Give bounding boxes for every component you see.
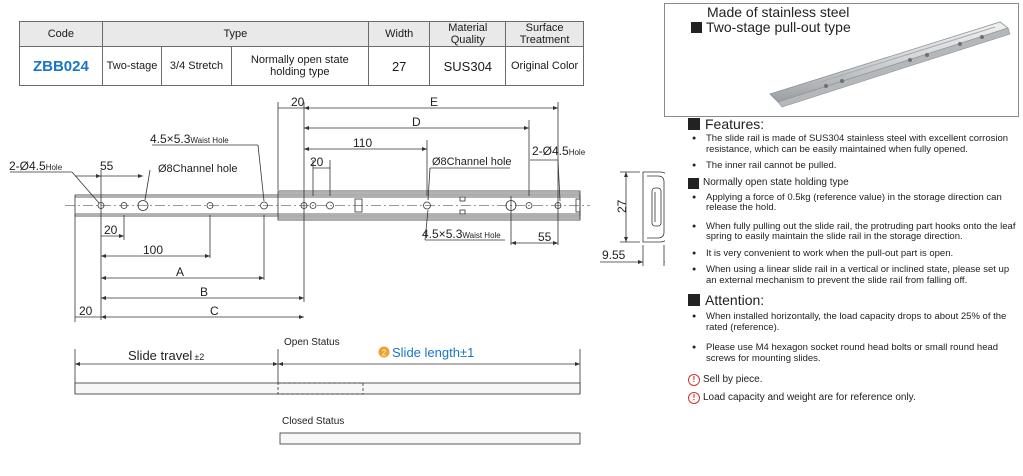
feature-item: Applying a force of 0.5kg (reference val… bbox=[688, 192, 1020, 214]
holding-type-heading: Normally open state holding type bbox=[688, 177, 1020, 189]
number-badge-icon bbox=[378, 346, 390, 358]
dim-55-right: 55 bbox=[538, 230, 552, 244]
surface-value: Original Color bbox=[505, 46, 584, 86]
photo-caption: Made of stainless steel Two-stage pull-o… bbox=[691, 5, 851, 35]
waist-hole-right-label: 4.5×5.3Waist Hole bbox=[422, 227, 501, 241]
feature-item: It is very convenient to work when the p… bbox=[688, 248, 1020, 260]
feature-item: When using a linear slide rail in a vert… bbox=[688, 264, 1020, 286]
header-surface: Surface Treatment bbox=[505, 21, 584, 47]
feature-item: The inner rail cannot be pulled. bbox=[688, 160, 1020, 172]
table-header-row: Code Type Width Material Quality Surface… bbox=[19, 21, 584, 47]
slide-rail-photo bbox=[769, 21, 1011, 108]
number-badge-text: 2 bbox=[382, 349, 387, 358]
square-bullet-icon bbox=[691, 22, 702, 33]
square-bullet-icon bbox=[688, 118, 700, 130]
channel-hole-right-label: Ø8Channel hole bbox=[432, 156, 512, 168]
slide-travel-label: Slide travel±2 bbox=[128, 348, 204, 363]
dim-9-55: 9.55 bbox=[602, 248, 626, 262]
dim-c: C bbox=[210, 304, 219, 318]
open-status-label: Open Status bbox=[284, 337, 340, 348]
photo-caption-line1: Made of stainless steel bbox=[707, 4, 850, 20]
dim-27: 27 bbox=[615, 199, 629, 213]
dim-20-top: 20 bbox=[291, 95, 305, 109]
hole-right-label: 2-Ø4.5Hole bbox=[532, 144, 586, 158]
attention-item: When installed horizontally, the load ca… bbox=[688, 311, 1020, 333]
spec-table: Code Type Width Material Quality Surface… bbox=[19, 21, 584, 86]
feature-item: When fully pulling out the slide rail, t… bbox=[688, 221, 1020, 243]
warning-note: !Sell by piece. bbox=[688, 374, 1020, 386]
open-status-rail bbox=[74, 382, 581, 395]
channel-hole bbox=[137, 200, 149, 211]
dim-a: A bbox=[176, 265, 184, 279]
dim-20-a: 20 bbox=[104, 223, 118, 237]
type-stage: Two-stage bbox=[101, 46, 163, 86]
attention-heading: Attention: bbox=[688, 292, 1020, 308]
material-value: SUS304 bbox=[429, 46, 507, 86]
warning-icon: ! bbox=[688, 374, 700, 386]
warning-note: !Load capacity and weight are for refere… bbox=[688, 392, 1020, 404]
notes-panel: Features: The slide rail is made of SUS3… bbox=[688, 116, 1020, 404]
channel-hole-left-label: Ø8Channel hole bbox=[158, 163, 238, 175]
table-row: ZBB024 Two-stage 3/4 Stretch Normally op… bbox=[19, 46, 584, 86]
dim-55-left: 55 bbox=[100, 159, 114, 173]
header-code: Code bbox=[19, 21, 103, 47]
type-state: Normally open state holding type bbox=[230, 46, 369, 86]
technical-drawing: 2-Ø4.5Hole 55 4.5×5.3Waist Hole Ø8Channe… bbox=[9, 95, 665, 445]
warning-icon: ! bbox=[688, 392, 700, 404]
photo-caption-line2: Two-stage pull-out type bbox=[706, 19, 851, 35]
closed-status-rail bbox=[279, 432, 581, 445]
square-bullet-icon bbox=[688, 294, 700, 306]
dim-b: B bbox=[200, 285, 208, 299]
dim-100: 100 bbox=[143, 243, 163, 257]
dim-e: E bbox=[430, 95, 438, 109]
closed-status-label: Closed Status bbox=[282, 416, 344, 427]
feature-item: The slide rail is made of SUS304 stainle… bbox=[688, 133, 1020, 155]
product-code: ZBB024 bbox=[19, 46, 103, 86]
product-photo-frame bbox=[664, 3, 1019, 117]
width-value: 27 bbox=[367, 46, 431, 86]
features-heading: Features: bbox=[688, 116, 1020, 132]
dim-110: 110 bbox=[353, 136, 372, 150]
cross-section bbox=[600, 171, 665, 266]
type-stretch: 3/4 Stretch bbox=[161, 46, 232, 86]
dim-20-b: 20 bbox=[79, 304, 93, 318]
dim-20-mid: 20 bbox=[310, 155, 324, 169]
dim-d: D bbox=[412, 115, 421, 129]
attention-item: Please use M4 hexagon socket round head … bbox=[688, 342, 1020, 364]
square-bullet-icon bbox=[688, 177, 699, 189]
slide-length-label: Slide length±1 bbox=[392, 345, 474, 360]
hole-left-label: 2-Ø4.5Hole bbox=[9, 159, 63, 173]
waist-hole-left-label: 4.5×5.3Waist Hole bbox=[150, 132, 229, 146]
